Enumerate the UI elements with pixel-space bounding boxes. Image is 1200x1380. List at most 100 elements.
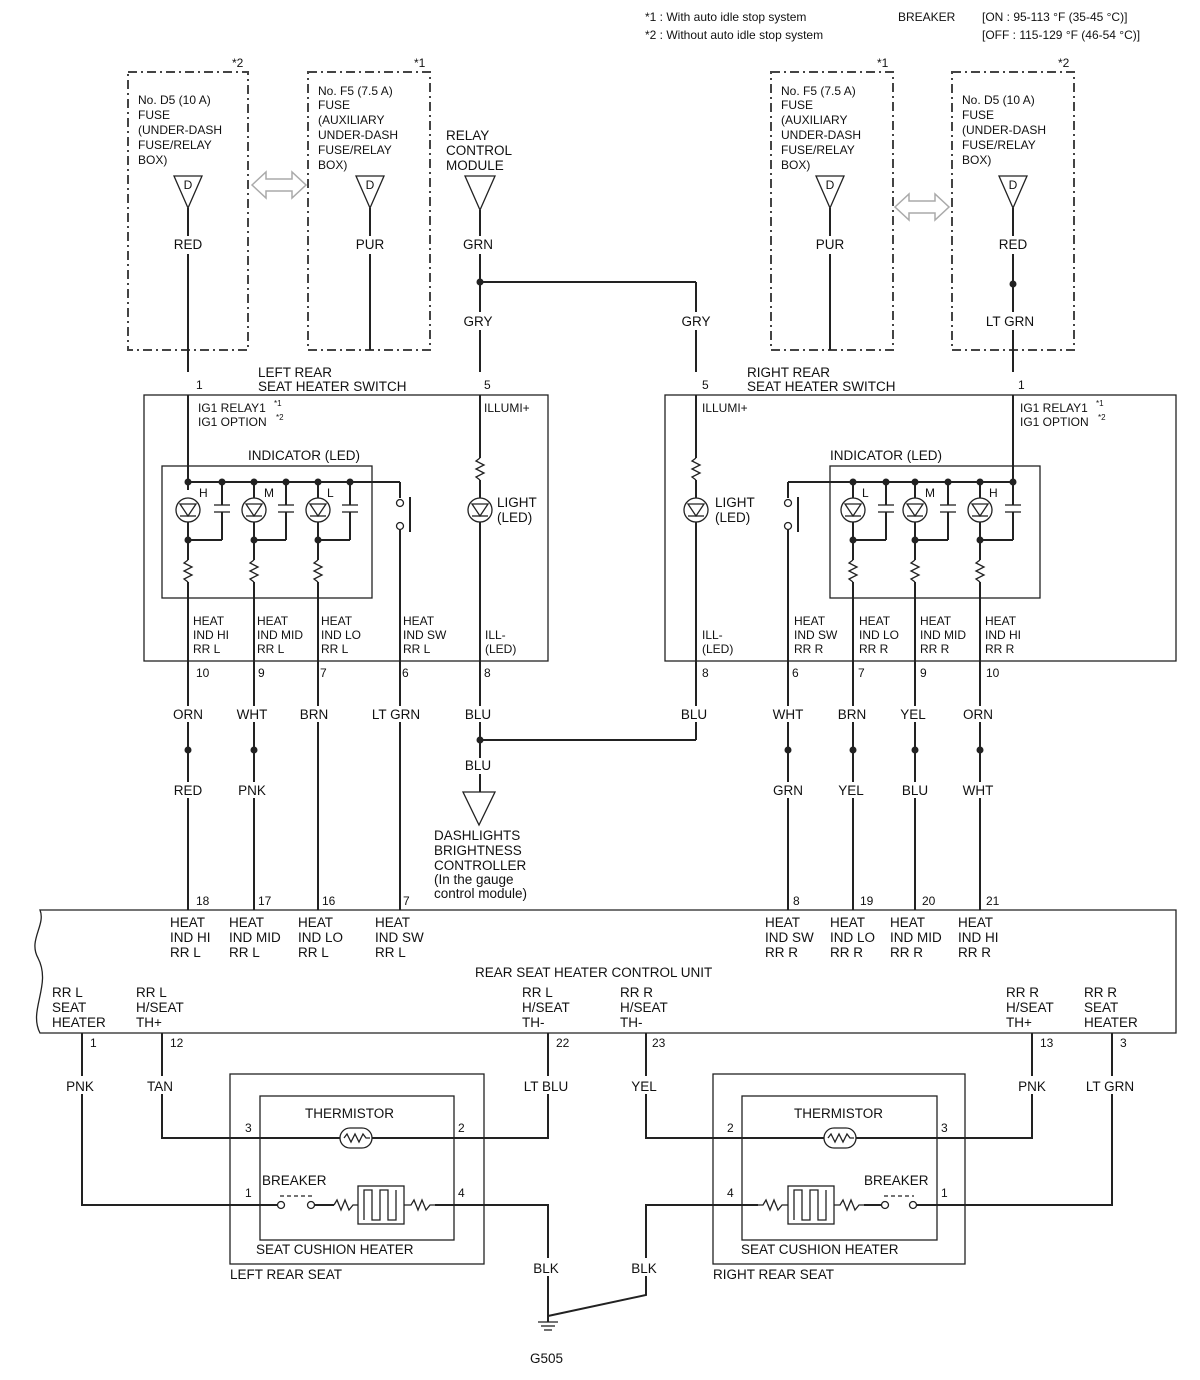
- footnotes: *1 : With auto idle stop system *2 : Wit…: [645, 10, 1140, 42]
- controller-terminal-icon: [461, 791, 497, 827]
- fuse-label-line: FUSE/RELAY: [138, 138, 212, 152]
- unit-output-label: RR R: [1084, 985, 1117, 1000]
- heater-element-icon: [787, 1185, 835, 1225]
- fuse-box-right-f5: *1 No. F5 (7.5 A) FUSE (AUXILIARY UNDER-…: [770, 56, 894, 351]
- output-label: RR L: [403, 642, 431, 656]
- unit-input-label: RR L: [298, 945, 329, 960]
- output-label: RR L: [321, 642, 349, 656]
- output-label: HEAT: [321, 614, 353, 628]
- controller-label-line: CONTROLLER: [434, 858, 527, 873]
- resistor-icon: [909, 559, 921, 583]
- unit-output-label: RR L: [52, 985, 83, 1000]
- wire-color-label: YEL: [900, 707, 926, 722]
- wire-color-label: PNK: [66, 1079, 94, 1094]
- pin-number: 1: [1018, 378, 1025, 392]
- pin-number: 1: [245, 1186, 252, 1200]
- indicator-label: INDICATOR (LED): [830, 448, 942, 463]
- breaker-on-temp: [ON : 95-113 °F (35-45 °C)]: [982, 10, 1127, 24]
- output-label: RR R: [920, 642, 950, 656]
- wire-color-label: PUR: [356, 237, 385, 252]
- breaker-off-temp: [OFF : 115-129 °F (46-54 °C)]: [982, 28, 1140, 42]
- pin-number: 10: [986, 666, 1000, 680]
- unit-output-label: HEATER: [52, 1015, 106, 1030]
- wire-color-label: RED: [174, 237, 203, 252]
- pin-number: 9: [258, 666, 265, 680]
- unit-input-label: IND LO: [830, 930, 875, 945]
- fuse-label-line: FUSE: [318, 98, 350, 112]
- unit-input-label: IND SW: [765, 930, 814, 945]
- fuse-label-line: No. D5 (10 A): [138, 93, 211, 107]
- led-hi-icon: [175, 497, 201, 523]
- unit-input-label: HEAT: [890, 915, 925, 930]
- led-letter: L: [862, 486, 869, 500]
- fuse-label-line: No. F5 (7.5 A): [318, 84, 393, 98]
- left-rear-seat: THERMISTOR 3 2 BREAKER 1 4 SEAT CUSHION …: [229, 1073, 485, 1282]
- ground-label: G505: [530, 1351, 563, 1366]
- indicator-label: INDICATOR (LED): [248, 448, 360, 463]
- resistor-icon: [182, 559, 194, 583]
- unit-input-label: HEAT: [375, 915, 410, 930]
- resistor-icon: [834, 1198, 864, 1212]
- pin-number: 5: [484, 378, 491, 392]
- wire-color-label: WHT: [773, 707, 804, 722]
- ground-icon: [538, 1321, 558, 1331]
- output-label: HEAT: [920, 614, 952, 628]
- wire-color-label: BLU: [465, 758, 491, 773]
- wire-color-label: BLK: [631, 1261, 657, 1276]
- unit-input-label: IND LO: [298, 930, 343, 945]
- wire-color-label: YEL: [631, 1079, 657, 1094]
- unit-output-label: H/SEAT: [136, 1000, 184, 1015]
- footnote-ref: *1: [274, 399, 282, 408]
- footnote-ref: *2: [1098, 413, 1106, 422]
- switch-title-line: SEAT HEATER SWITCH: [747, 379, 896, 394]
- top-wire-colors: RED PUR GRN GRY GRY PUR RED LT GRN: [174, 237, 1034, 329]
- fuse-terminal-icon: [173, 175, 203, 210]
- breaker-icon: [276, 1195, 334, 1210]
- wire-color-label: TAN: [147, 1079, 173, 1094]
- pin-number: 21: [986, 894, 1000, 908]
- pin-number: 5: [702, 378, 709, 392]
- top-wires: [187, 208, 1017, 372]
- indicator-block: [161, 465, 373, 599]
- pin-number: 1: [196, 378, 203, 392]
- pin-number: 17: [258, 894, 272, 908]
- fuse-terminal-icon: [998, 175, 1028, 210]
- output-label: IND SW: [794, 628, 838, 642]
- wire-color-label: BRN: [300, 707, 329, 722]
- unit-output-label: TH+: [1006, 1015, 1032, 1030]
- either-or-arrow-icon: [250, 170, 308, 200]
- switch-title-line: LEFT REAR: [258, 365, 332, 380]
- right-rear-seat: THERMISTOR 2 3 BREAKER 4 1 SEAT CUSHION …: [712, 1073, 966, 1282]
- illumi-label: ILLUMI+: [484, 401, 530, 415]
- resistor-icon: [312, 559, 324, 583]
- controller-label-line: DASHLIGHTS: [434, 828, 520, 843]
- light-led-label: LIGHT: [715, 495, 755, 510]
- fuse-label-line: FUSE/RELAY: [781, 143, 855, 157]
- led-letter: L: [327, 486, 334, 500]
- output-label: ILL-: [702, 628, 723, 642]
- resistor-icon: [333, 1198, 358, 1212]
- wire-color-label: PUR: [816, 237, 845, 252]
- unit-input-label: HEAT: [830, 915, 865, 930]
- output-label: IND MID: [920, 628, 966, 642]
- light-led-icon: [683, 497, 709, 523]
- wire-color-label: ORN: [963, 707, 993, 722]
- unit-output-label: RR L: [522, 985, 553, 1000]
- unit-output-label: RR R: [1006, 985, 1039, 1000]
- wire-color-label: WHT: [237, 707, 268, 722]
- output-label: RR L: [257, 642, 285, 656]
- unit-output-label: SEAT: [52, 1000, 86, 1015]
- fuse-box-left-d5: *2 No. D5 (10 A) FUSE (UNDER-DASH FUSE/R…: [127, 56, 249, 351]
- output-label: HEAT: [257, 614, 289, 628]
- resistor-icon: [248, 559, 260, 583]
- wire-color-label: LT GRN: [1086, 1079, 1134, 1094]
- ig1-option-label: IG1 OPTION: [1020, 415, 1089, 429]
- output-label: RR L: [193, 642, 221, 656]
- pin-number: 19: [860, 894, 874, 908]
- led-letter: M: [264, 486, 274, 500]
- fuse-label-line: (AUXILIARY: [781, 113, 847, 127]
- light-led-label: (LED): [715, 510, 750, 525]
- pin-number: 18: [196, 894, 210, 908]
- unit-input-label: RR R: [890, 945, 923, 960]
- seat-cushion-heater-block: [259, 1095, 455, 1241]
